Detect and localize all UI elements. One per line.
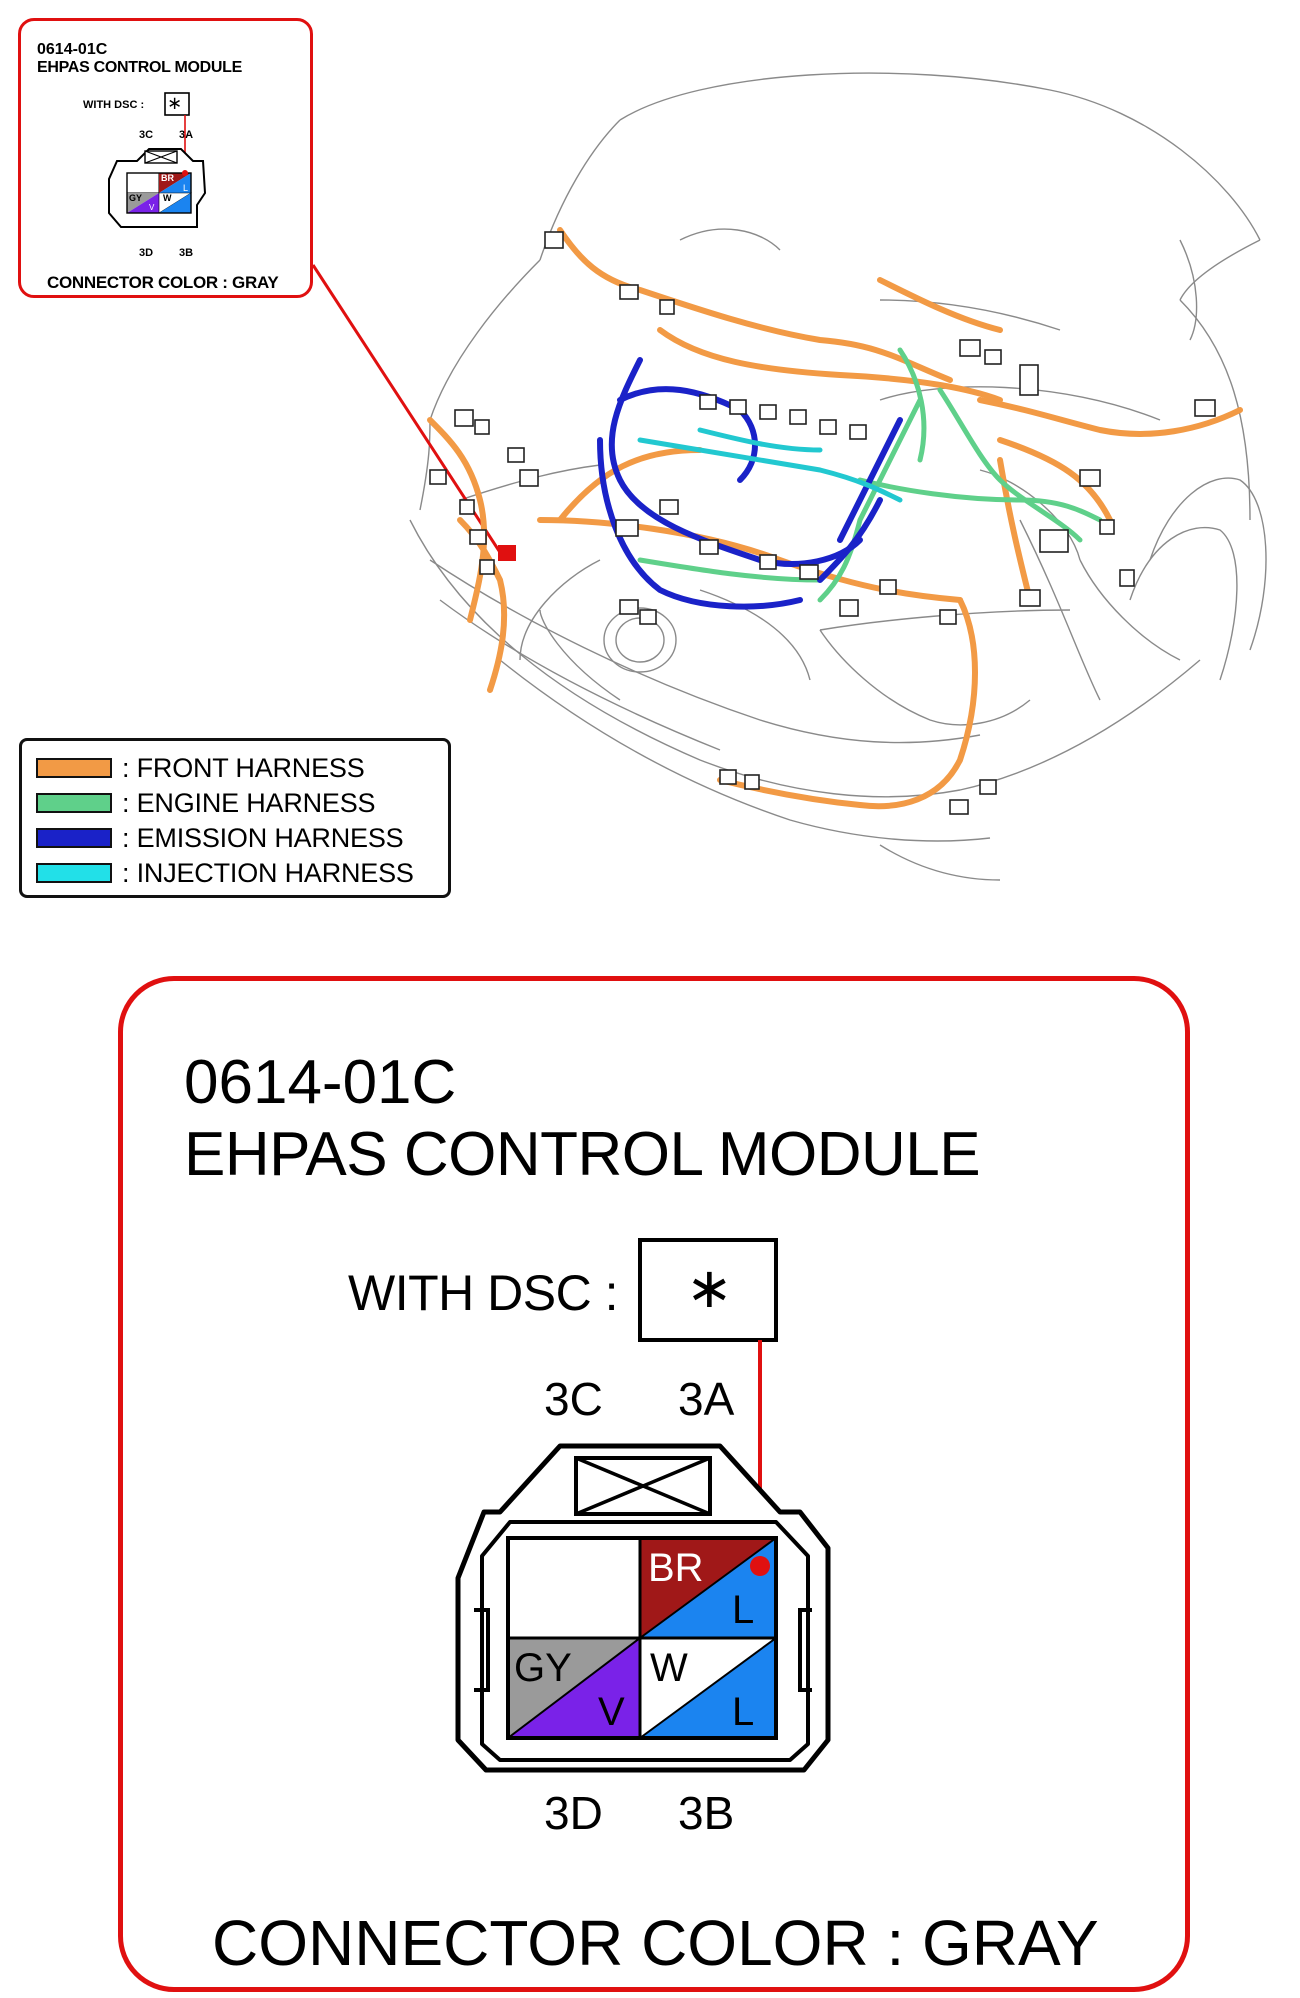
small-connector-name: EHPAS CONTROL MODULE bbox=[37, 59, 242, 76]
front-harness bbox=[427, 227, 1243, 810]
legend-label-engine: : ENGINE HARNESS bbox=[122, 787, 376, 818]
connector-location-marker bbox=[498, 545, 516, 561]
cell-br-label: BR bbox=[648, 1546, 704, 1590]
small-pin-3d-label: 3D bbox=[139, 247, 154, 259]
small-cell-br-label: BR bbox=[161, 173, 174, 183]
cell-w-label: W bbox=[650, 1646, 688, 1690]
engine-harness bbox=[637, 347, 1103, 603]
legend-item-emission: : EMISSION HARNESS bbox=[36, 821, 404, 855]
cell-l-bottom-label: L bbox=[732, 1690, 755, 1734]
cell-v-label: V bbox=[598, 1690, 625, 1734]
with-dsc-label: WITH DSC : bbox=[348, 1265, 618, 1321]
small-connector-face bbox=[108, 92, 207, 228]
small-cell-l-label: L bbox=[183, 183, 189, 193]
small-cell-gy-label: GY bbox=[129, 193, 143, 203]
small-connector-code: 0614-01C bbox=[37, 41, 108, 58]
connector-inner-frame bbox=[480, 1520, 810, 1762]
small-with-dsc-label: WITH DSC : bbox=[83, 99, 145, 111]
connector-name: EHPAS CONTROL MODULE bbox=[184, 1120, 981, 1189]
cell-3c-empty bbox=[506, 1536, 642, 1640]
legend-item-injection: : INJECTION HARNESS bbox=[36, 856, 414, 890]
small-pin-3c-label: 3C bbox=[139, 129, 154, 141]
dsc-symbol-box bbox=[638, 1238, 778, 1342]
small-connector-color: CONNECTOR COLOR : GRAY bbox=[47, 273, 279, 292]
connector-code: 0614-01C bbox=[184, 1048, 457, 1117]
harness-connectors bbox=[429, 231, 1216, 815]
pin-3a-dot bbox=[750, 1556, 770, 1576]
pin-3b-label: 3B bbox=[678, 1787, 735, 1839]
legend-swatch-emission bbox=[36, 828, 112, 848]
legend-label-front: : FRONT HARNESS bbox=[122, 752, 365, 783]
pin-3a-label: 3A bbox=[678, 1373, 735, 1425]
legend-label-emission: : EMISSION HARNESS bbox=[122, 822, 404, 853]
connector-color: CONNECTOR COLOR : GRAY bbox=[212, 1907, 1099, 1979]
small-dsc-asterisk-icon: ∗ bbox=[167, 93, 183, 113]
engine-bay-harness-illustration bbox=[311, 72, 1267, 881]
legend-item-engine: : ENGINE HARNESS bbox=[36, 786, 376, 820]
injection-harness bbox=[637, 427, 903, 503]
emission-harness bbox=[597, 357, 903, 610]
legend-swatch-injection bbox=[36, 863, 112, 883]
dsc-asterisk-icon: ∗ bbox=[686, 1256, 733, 1319]
legend-item-front: : FRONT HARNESS bbox=[36, 751, 365, 785]
cell-gy-label: GY bbox=[514, 1646, 572, 1690]
legend-swatch-engine bbox=[36, 793, 112, 813]
legend-label-injection: : INJECTION HARNESS bbox=[122, 857, 414, 888]
pin-3c-label: 3C bbox=[544, 1373, 603, 1425]
small-pin-3b-label: 3B bbox=[179, 247, 194, 259]
cell-l-top-label: L bbox=[732, 1588, 755, 1632]
small-connector-callout: 0614-01C EHPAS CONTROL MODULE WITH DSC :… bbox=[18, 18, 313, 298]
small-cell-v-label: V bbox=[149, 203, 155, 212]
legend-swatch-front bbox=[36, 758, 112, 778]
harness-legend: : FRONT HARNESS : ENGINE HARNESS : EMISS… bbox=[19, 738, 451, 898]
small-cell-w-label: W bbox=[163, 193, 172, 203]
pin-3d-label: 3D bbox=[544, 1787, 603, 1839]
small-pin-3a-label: 3A bbox=[179, 129, 194, 141]
